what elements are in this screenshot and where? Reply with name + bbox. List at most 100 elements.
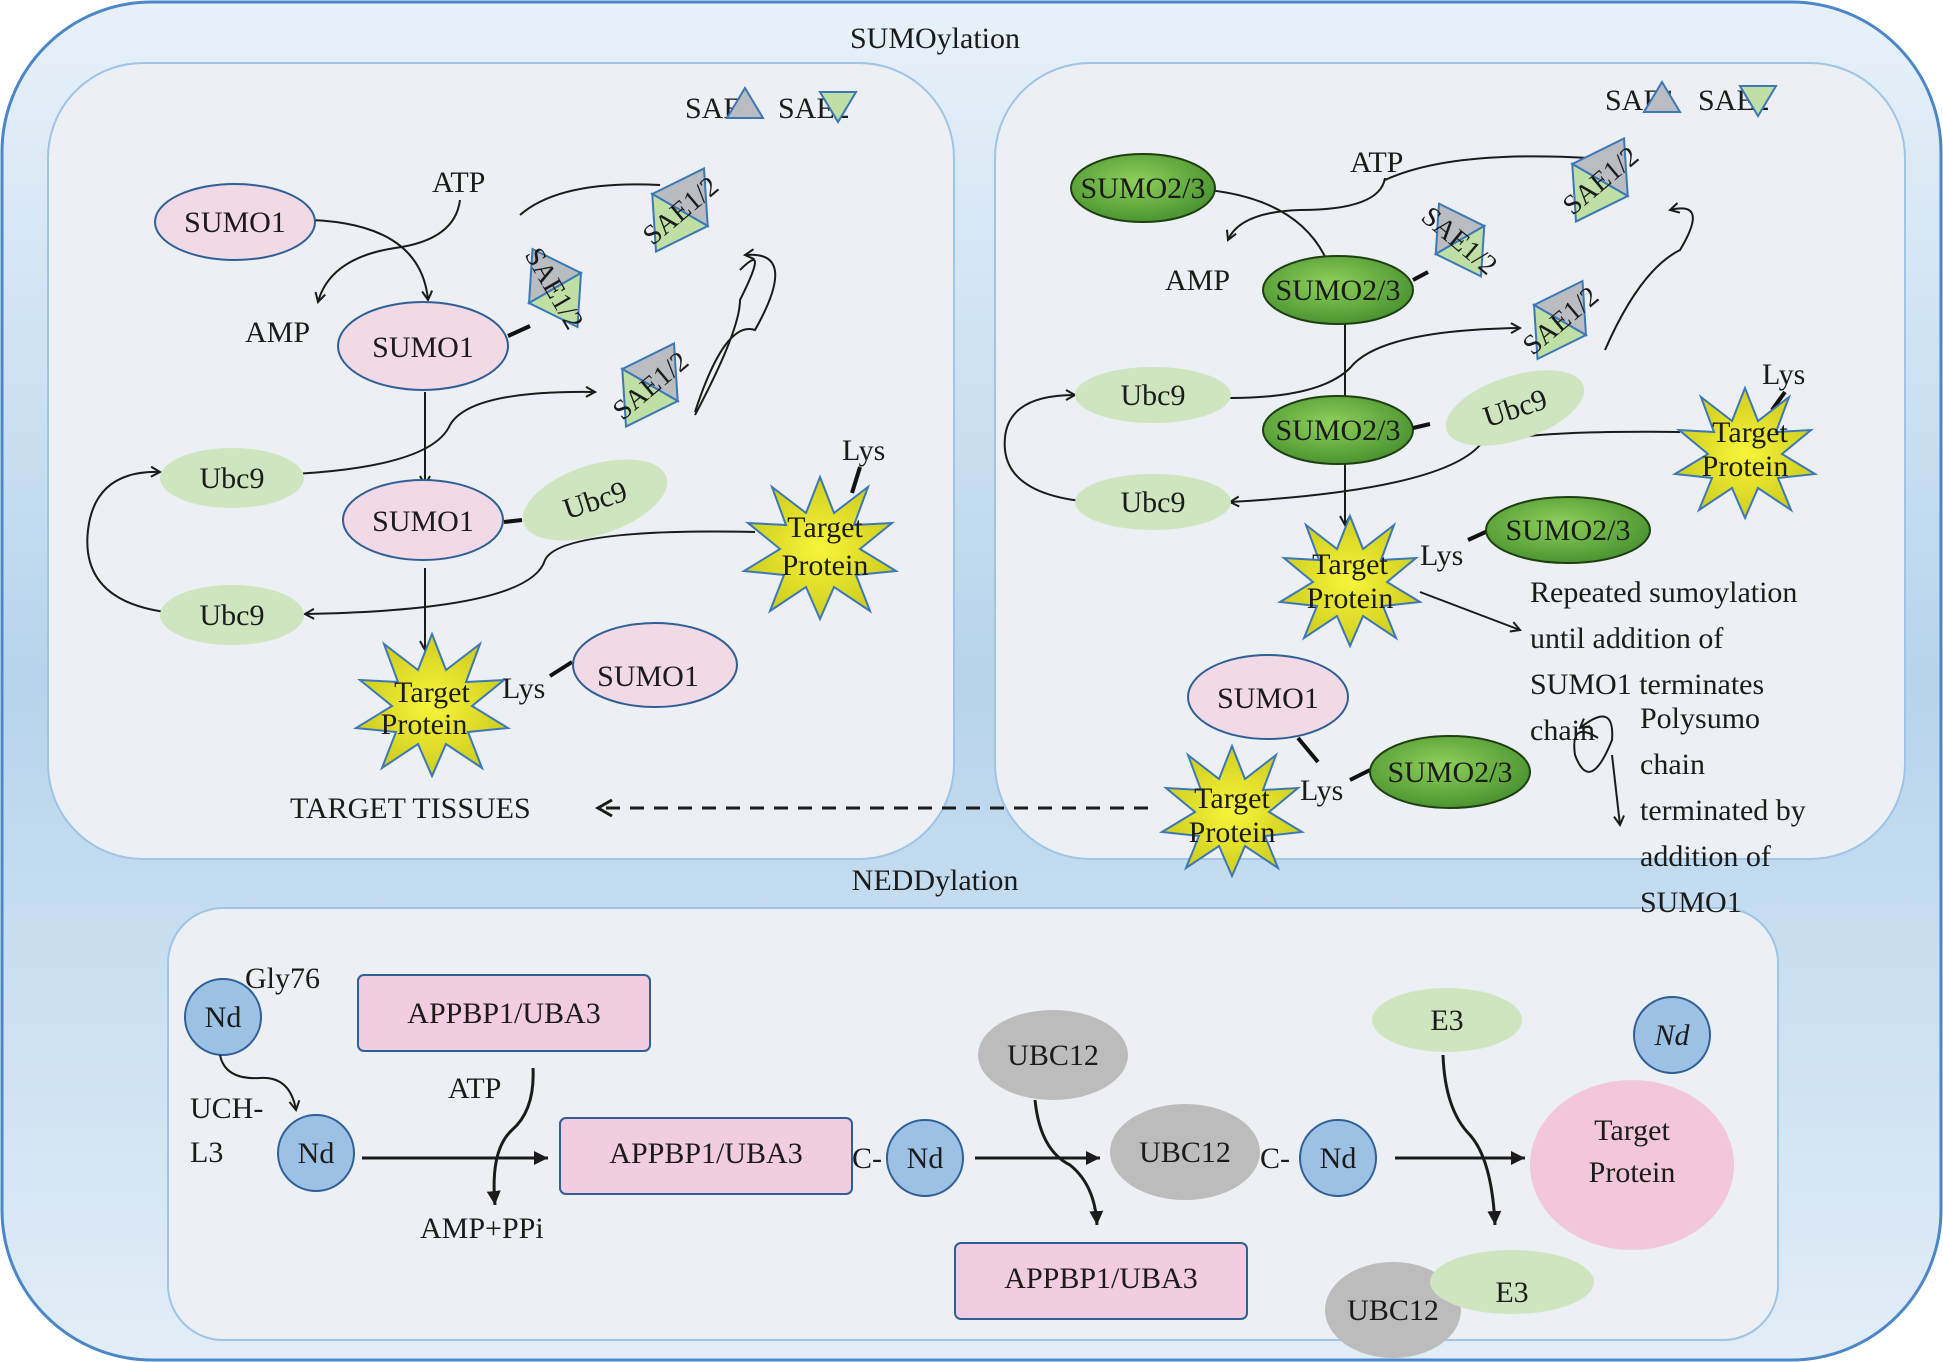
svg-text:Target: Target — [1594, 1114, 1670, 1147]
right-atp-label: ATP — [1350, 146, 1403, 179]
right-target-protein-2: Target Protein — [1276, 513, 1424, 649]
svg-text:SUMO2/3: SUMO2/3 — [1275, 274, 1400, 307]
svg-text:Protein: Protein — [381, 708, 468, 741]
ubc12-e3-released: UBC12 E3 — [1325, 1250, 1594, 1358]
svg-text:SUMO1: SUMO1 — [372, 505, 474, 538]
svg-text:APPBP1/UBA3: APPBP1/UBA3 — [609, 1137, 802, 1170]
right-sumo23-sae: SUMO2/3 — [1262, 255, 1414, 325]
svg-text:Repeated sumoylation: Repeated sumoylation — [1530, 576, 1797, 609]
svg-text:terminated by: terminated by — [1640, 794, 1806, 827]
nedd-target-protein: Target Protein — [1530, 1080, 1734, 1250]
left-lys-top: Lys — [842, 434, 885, 467]
e3-free: E3 — [1372, 988, 1522, 1052]
svg-text:C-: C- — [852, 1142, 882, 1175]
gly76-label: Gly76 — [245, 962, 320, 995]
left-target-protein-2: Target Protein — [352, 631, 512, 779]
svg-text:UBC12: UBC12 — [1347, 1294, 1439, 1327]
right-sumo23-attached: SUMO2/3 — [1485, 496, 1651, 564]
right-target-protein-1: Target Protein — [1671, 385, 1819, 521]
appbp1-uba3-nd-complex: APPBP1/UBA3 C- Nd — [559, 1117, 964, 1197]
svg-text:C-: C- — [1260, 1142, 1290, 1175]
right-sumo1-terminator: SUMO1 — [1187, 654, 1349, 740]
right-sumo23-free: SUMO2/3 — [1070, 153, 1216, 223]
svg-text:Target: Target — [394, 676, 470, 709]
svg-text:SUMO1 terminates: SUMO1 terminates — [1530, 668, 1764, 701]
svg-text:SUMO1: SUMO1 — [1640, 886, 1742, 919]
left-sumo1-sae: SUMO1 — [337, 301, 509, 391]
svg-text:SUMO2/3: SUMO2/3 — [1387, 756, 1512, 789]
svg-text:Protein: Protein — [1589, 1156, 1676, 1189]
repeated-sumoylation-note: Repeated sumoylation until addition of S… — [1530, 576, 1797, 747]
nedd-nd-processed: Nd — [277, 1114, 355, 1192]
svg-text:SUMO2/3: SUMO2/3 — [1275, 414, 1400, 447]
svg-text:chain: chain — [1530, 714, 1595, 747]
polysumo-note: Polysumo chain terminated by addition of… — [1640, 702, 1806, 919]
right-ubc9-bottom: Ubc9 — [1075, 474, 1231, 530]
sae2-legend-icon-right — [1738, 85, 1778, 118]
neddylation-title: NEDDylation — [852, 864, 1019, 897]
appbp1-uba3-free: APPBP1/UBA3 — [357, 974, 651, 1052]
left-ubc9-bound: Ubc9 — [522, 459, 668, 541]
svg-text:Target: Target — [1712, 416, 1788, 449]
sae1-legend-icon — [725, 86, 765, 119]
left-ubc9-top: Ubc9 — [160, 448, 304, 508]
sumoylation-title: SUMOylation — [850, 22, 1020, 55]
left-sumo1-attached: SUMO1 — [572, 622, 738, 708]
left-sae-complex-1: SAE1/2 — [518, 243, 589, 335]
svg-text:addition of: addition of — [1640, 840, 1771, 873]
svg-text:chain: chain — [1640, 748, 1705, 781]
svg-text:Nd: Nd — [1653, 1019, 1690, 1052]
svg-text:Nd: Nd — [298, 1137, 335, 1170]
svg-text:Target: Target — [1194, 782, 1270, 815]
svg-text:SUMO1: SUMO1 — [372, 331, 474, 364]
left-ubc9-bottom: Ubc9 — [160, 585, 304, 645]
right-lys-middle: Lys — [1420, 539, 1463, 572]
svg-text:Protein: Protein — [782, 549, 869, 582]
svg-text:Protein: Protein — [1189, 816, 1276, 849]
svg-text:Protein: Protein — [1702, 450, 1789, 483]
uch-label-line2: L3 — [190, 1136, 223, 1169]
nedd-atp-label: ATP — [448, 1072, 501, 1105]
svg-text:Target: Target — [787, 511, 863, 544]
right-ubc9-top: Ubc9 — [1075, 367, 1231, 423]
right-legend: SAE1 SAE2 — [1605, 80, 1778, 118]
svg-text:Ubc9: Ubc9 — [200, 462, 265, 495]
ubc12-nd-complex: UBC12 C- Nd — [1110, 1104, 1377, 1200]
target-tissues-label: TARGET TISSUES — [290, 792, 531, 825]
nedd-nd-attached: Nd — [1633, 996, 1711, 1074]
sae2-legend-icon — [818, 91, 858, 124]
left-legend: SAE1 SAE2 — [685, 86, 858, 125]
svg-text:SUMO2/3: SUMO2/3 — [1505, 514, 1630, 547]
right-sumo23-chain: SUMO2/3 — [1369, 735, 1531, 809]
right-lys-top: Lys — [1762, 358, 1805, 391]
svg-text:Ubc9: Ubc9 — [1121, 379, 1186, 412]
left-amp-label: AMP — [245, 316, 310, 349]
svg-text:Target: Target — [1312, 548, 1388, 581]
svg-text:SUMO1: SUMO1 — [1217, 682, 1319, 715]
svg-text:E3: E3 — [1495, 1276, 1528, 1309]
sumo23-panel — [994, 62, 1906, 860]
left-lys-bottom: Lys — [502, 672, 545, 705]
right-amp-label: AMP — [1165, 264, 1230, 297]
svg-text:UBC12: UBC12 — [1139, 1136, 1231, 1169]
svg-text:Nd: Nd — [1320, 1142, 1357, 1175]
left-sumo1-free: SUMO1 — [154, 183, 316, 261]
left-atp-label: ATP — [432, 166, 485, 199]
svg-text:UBC12: UBC12 — [1007, 1039, 1099, 1072]
svg-text:E3: E3 — [1430, 1004, 1463, 1037]
sae1-legend-icon-right — [1642, 80, 1682, 113]
right-ubc9-bound: Ubc9 — [1445, 370, 1585, 446]
svg-text:APPBP1/UBA3: APPBP1/UBA3 — [407, 997, 600, 1030]
right-target-protein-3: Target Protein — [1158, 743, 1306, 879]
nedd-nd-initial: Nd — [184, 978, 262, 1056]
appbp1-uba3-released: APPBP1/UBA3 — [954, 1242, 1248, 1320]
svg-text:Polysumo: Polysumo — [1640, 702, 1760, 735]
uch-label-line1: UCH- — [190, 1092, 263, 1125]
svg-text:Ubc9: Ubc9 — [1121, 486, 1186, 519]
amp-ppi-label: AMP+PPi — [420, 1212, 544, 1245]
right-sumo23-ubc9: SUMO2/3 — [1262, 395, 1414, 465]
svg-text:Ubc9: Ubc9 — [200, 599, 265, 632]
left-target-protein-1: Target Protein — [740, 474, 900, 622]
svg-text:Nd: Nd — [907, 1142, 944, 1175]
